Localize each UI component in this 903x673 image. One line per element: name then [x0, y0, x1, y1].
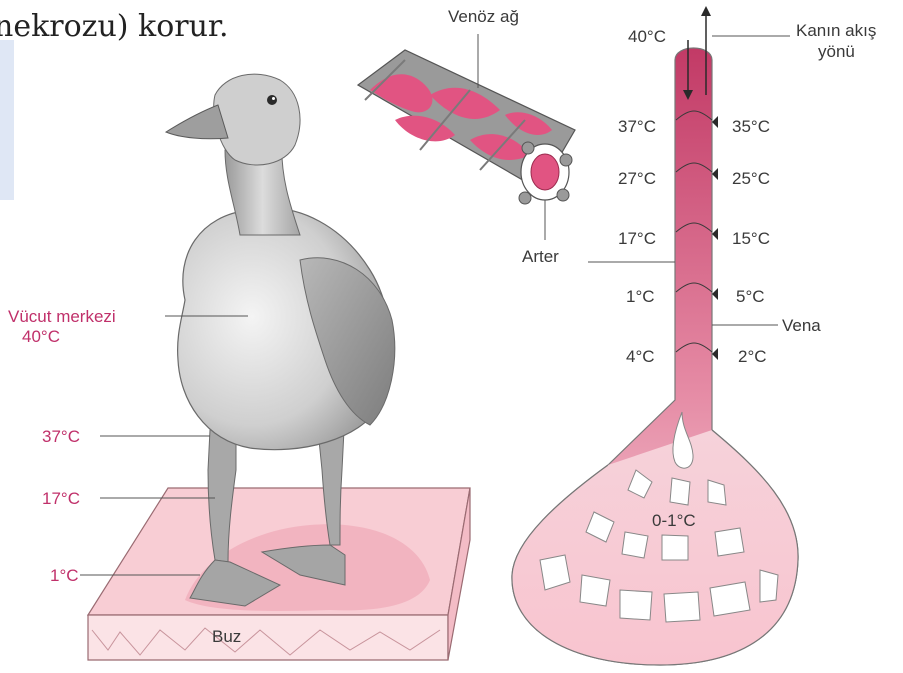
venous-network-illustration [358, 50, 575, 204]
vessel-foot-temp: 0-1°C [652, 511, 696, 530]
caption-fragment: nekrozu) korur. [0, 9, 229, 44]
vein-label: Vena [782, 316, 821, 335]
edge-decoration [0, 40, 14, 200]
flow-direction-label-line2: yönü [818, 42, 855, 61]
venous-network-label: Venöz ağ [448, 7, 519, 26]
vein-temp-4: 5°C [736, 287, 765, 306]
vein-temp-2: 25°C [732, 169, 770, 188]
ice-block [88, 488, 470, 660]
artery-temp-1: 37°C [618, 117, 656, 136]
artery-temp-3: 17°C [618, 229, 656, 248]
vein-temp-3: 15°C [732, 229, 770, 248]
foot-temp: 1°C [50, 566, 79, 585]
upper-leg-temp: 37°C [42, 427, 80, 446]
vein-temp-1: 35°C [732, 117, 770, 136]
vessel-top-temp: 40°C [628, 27, 666, 46]
artery-temp-2: 27°C [618, 169, 656, 188]
artery-temp-4: 1°C [626, 287, 655, 306]
leg-vessel-diagram [512, 6, 798, 665]
body-core-temp: 40°C [22, 327, 60, 346]
artery-label: Arter [522, 247, 559, 266]
artery-temp-5: 4°C [626, 347, 655, 366]
ice-label: Buz [212, 627, 241, 646]
flow-direction-label-line1: Kanın akış [796, 21, 876, 40]
body-core-label: Vücut merkezi [8, 307, 116, 326]
mid-leg-temp: 17°C [42, 489, 80, 508]
vein-temp-5: 2°C [738, 347, 767, 366]
